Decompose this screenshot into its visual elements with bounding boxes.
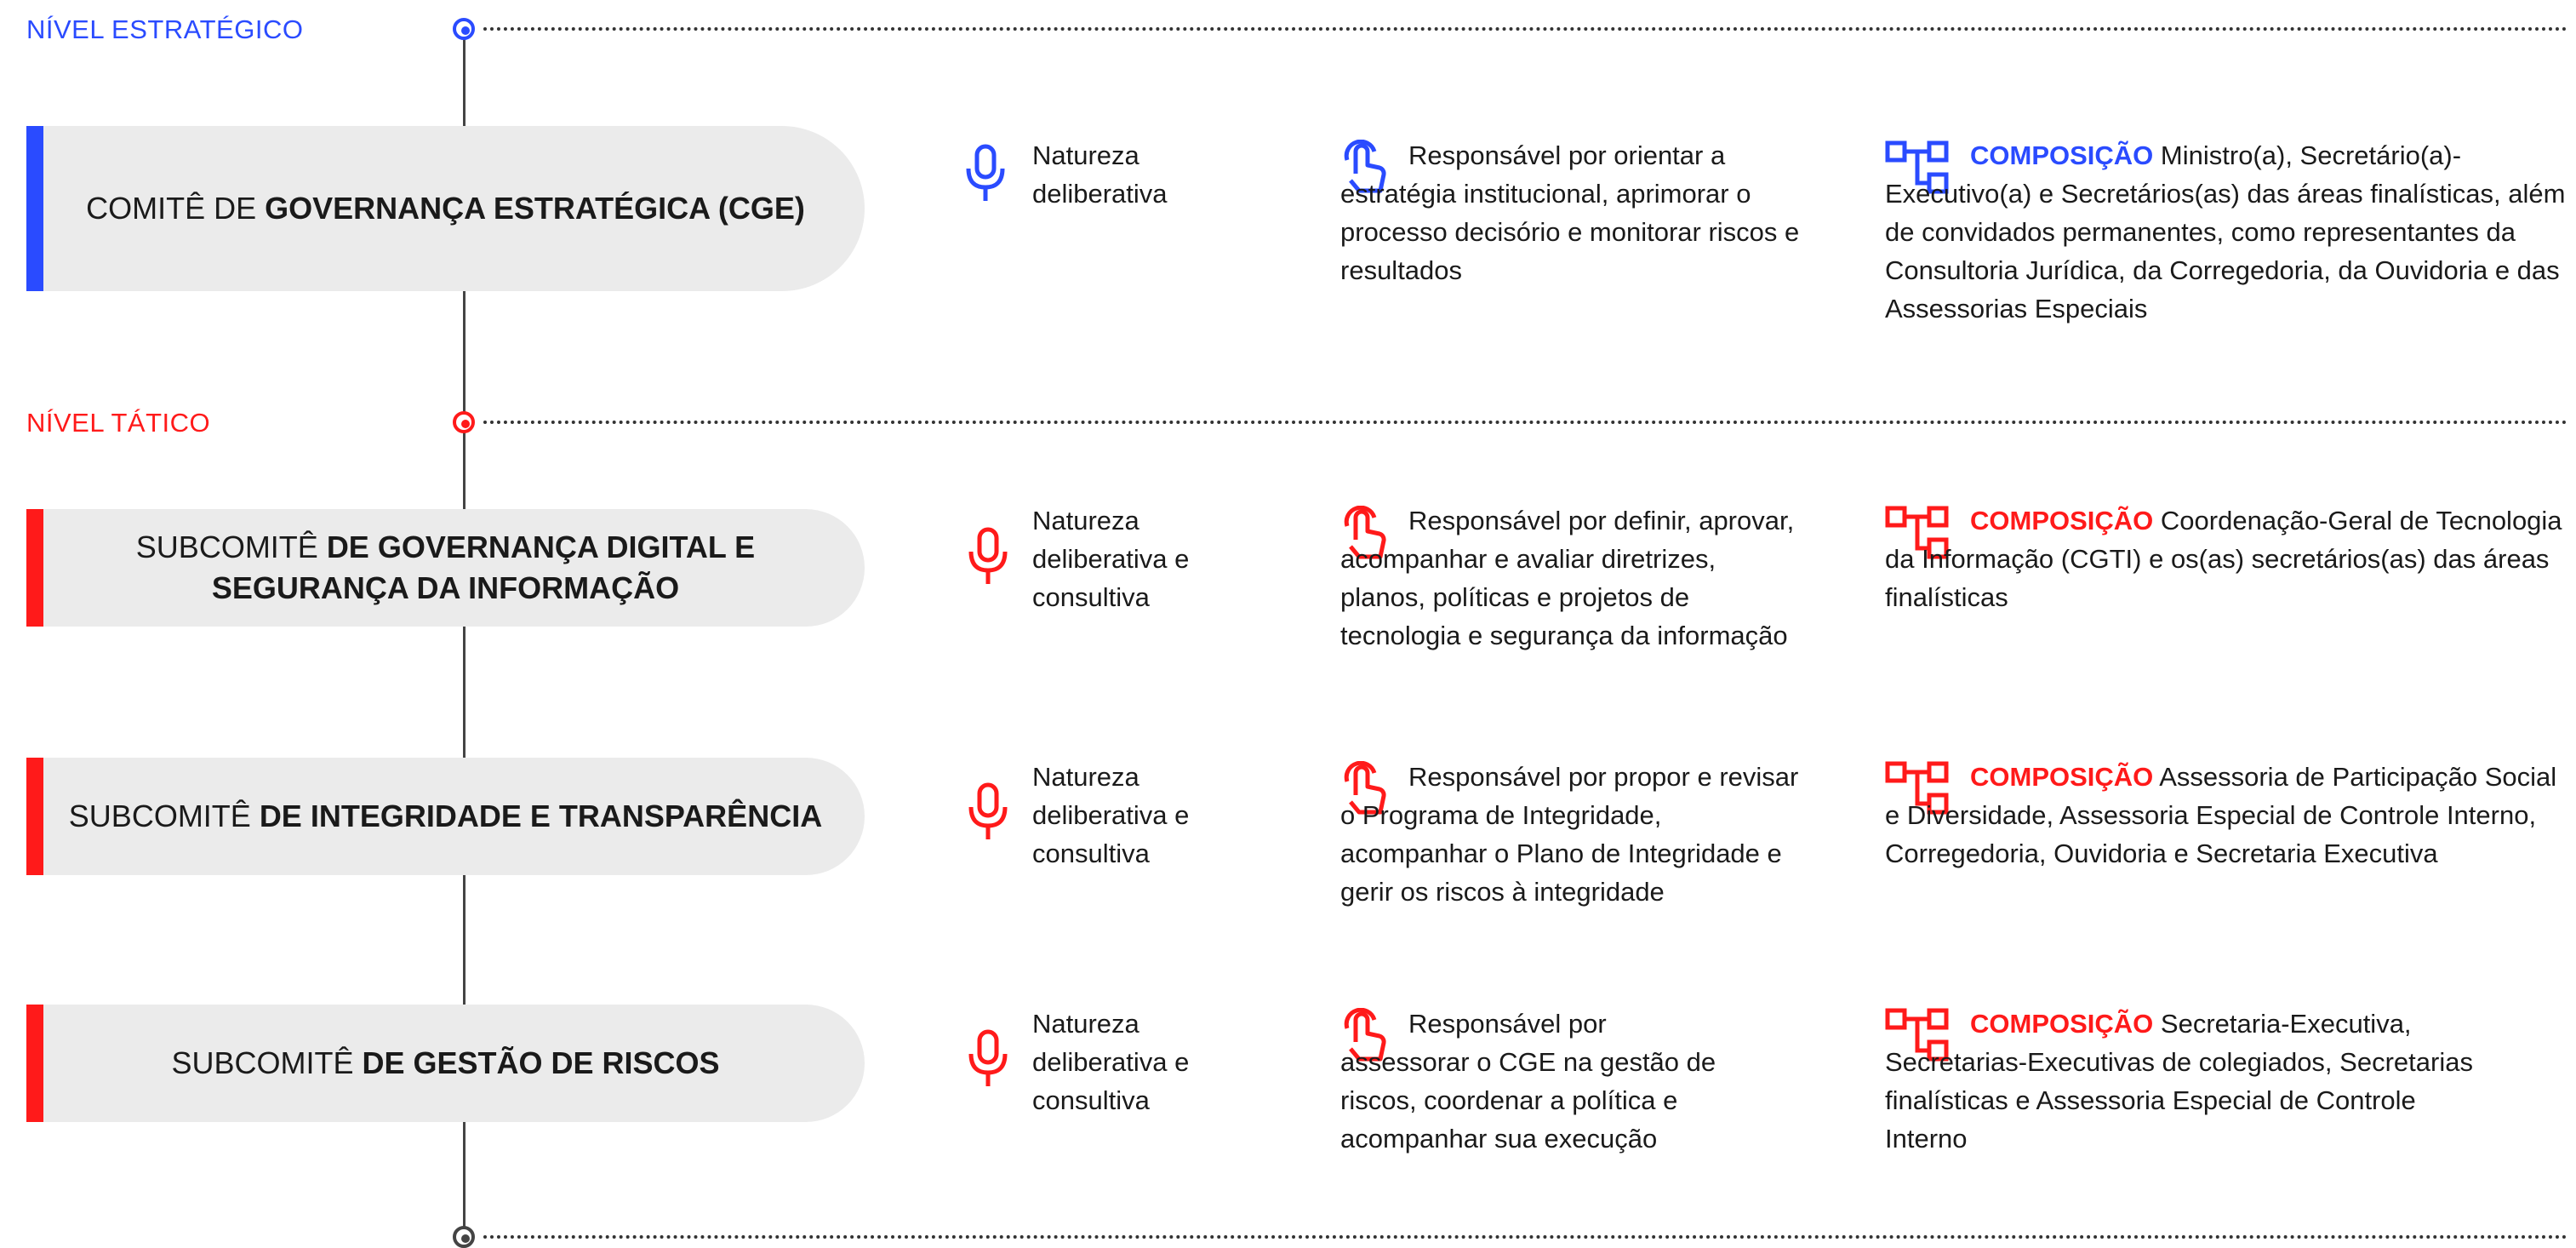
accent-bar xyxy=(26,126,43,291)
pointer-hand-icon xyxy=(1344,761,1386,815)
level-label-tactical: NÍVEL TÁTICO xyxy=(26,408,211,438)
composition-text: COMPOSIÇÃO Coordenação-Geral de Tecnolog… xyxy=(1885,506,2562,612)
nature-text: Natureza deliberativa xyxy=(1032,140,1168,209)
timeline-line xyxy=(463,29,466,1244)
committee-card-cge: COMITÊ DE GOVERNANÇA ESTRATÉGICA (CGE) xyxy=(26,126,865,291)
timeline-node-tactical xyxy=(453,411,475,433)
committee-title: COMITÊ DE GOVERNANÇA ESTRATÉGICA (CGE) xyxy=(86,191,805,226)
committee-card-digital-governance: SUBCOMITÊ DE GOVERNANÇA DIGITAL E SEGURA… xyxy=(26,509,865,627)
committee-card-risk-management: SUBCOMITÊ DE GESTÃO DE RISCOS xyxy=(26,1005,865,1122)
org-chart-icon xyxy=(1885,761,1949,815)
timeline-node-end xyxy=(453,1226,475,1248)
dotted-divider-strategic xyxy=(483,27,2568,31)
committee-card-integrity: SUBCOMITÊ DE INTEGRIDADE E TRANSPARÊNCIA xyxy=(26,758,865,875)
microphone-icon xyxy=(968,782,1008,839)
accent-bar xyxy=(26,1005,43,1122)
accent-bar xyxy=(26,758,43,875)
dotted-divider-end xyxy=(483,1235,2568,1239)
composition-text: COMPOSIÇÃO Secretaria-Executiva, Secreta… xyxy=(1885,1009,2473,1154)
org-chart-icon xyxy=(1885,1008,1949,1062)
org-chart-icon xyxy=(1885,140,1949,194)
nature-text: Natureza deliberativa e consultiva xyxy=(1032,1009,1190,1115)
org-chart-icon xyxy=(1885,506,1949,559)
microphone-icon xyxy=(968,1029,1008,1086)
pointer-hand-icon xyxy=(1344,140,1386,193)
nature-text: Natureza deliberativa e consultiva xyxy=(1032,762,1190,868)
composition-text: COMPOSIÇÃO Assessoria de Participação So… xyxy=(1885,762,2557,868)
responsibility-text: Responsável por orientar a estratégia in… xyxy=(1340,140,1800,285)
responsibility-text: Responsável por definir, aprovar, acompa… xyxy=(1340,506,1795,650)
level-label-strategic: NÍVEL ESTRATÉGICO xyxy=(26,14,304,44)
committee-title: SUBCOMITÊ DE GOVERNANÇA DIGITAL E SEGURA… xyxy=(135,530,756,605)
dotted-divider-tactical xyxy=(483,421,2568,424)
responsibility-text: Responsável por propor e revisar o Progr… xyxy=(1340,762,1799,907)
responsibility-text: Responsável por assessorar o CGE na gest… xyxy=(1340,1009,1716,1154)
microphone-icon xyxy=(968,527,1008,584)
committee-title: SUBCOMITÊ DE GESTÃO DE RISCOS xyxy=(171,1045,720,1080)
composition-text: COMPOSIÇÃO Ministro(a), Secretário(a)-Ex… xyxy=(1885,140,2566,323)
nature-text: Natureza deliberativa e consultiva xyxy=(1032,506,1190,612)
microphone-icon xyxy=(966,144,1005,201)
timeline-node-strategic xyxy=(453,18,475,40)
committee-title: SUBCOMITÊ DE INTEGRIDADE E TRANSPARÊNCIA xyxy=(68,799,823,833)
pointer-hand-icon xyxy=(1344,506,1386,559)
pointer-hand-icon xyxy=(1344,1008,1386,1062)
accent-bar xyxy=(26,509,43,627)
